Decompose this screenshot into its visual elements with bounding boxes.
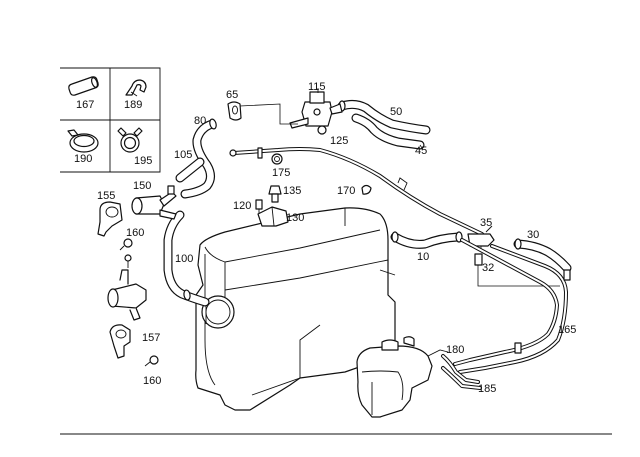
part-135-sensor (268, 185, 282, 203)
callout-130: 130 (286, 212, 304, 224)
callout-labels: 167 189 190 195 65 115 50 80 125 45 105 … (74, 81, 576, 395)
hose-105 (175, 157, 205, 183)
callout-180: 180 (446, 344, 464, 356)
callout-105: 105 (174, 149, 192, 161)
callout-100: 100 (175, 253, 193, 265)
part-130-bracket (257, 206, 289, 227)
callout-195: 195 (134, 155, 152, 167)
part-157-bracket (109, 324, 131, 359)
water-pump-assembly (107, 254, 147, 321)
part-160-bolt-upper (119, 238, 133, 251)
pipe-165 (453, 238, 571, 374)
part-175-nut (271, 153, 283, 165)
callout-115: 115 (308, 81, 326, 93)
callout-35: 35 (480, 217, 492, 229)
callout-157: 157 (142, 332, 160, 344)
part-170-clip (361, 184, 372, 195)
part-150-aux-pump (131, 185, 177, 220)
callout-120: 120 (233, 200, 251, 212)
callout-185: 185 (478, 383, 496, 395)
callout-189: 189 (124, 99, 142, 111)
callout-150: 150 (133, 180, 151, 192)
callout-165: 165 (558, 324, 576, 336)
part-155-bracket (97, 201, 123, 237)
callout-125: 125 (330, 135, 348, 147)
callout-160-upper: 160 (126, 227, 144, 239)
coolant-reservoir (356, 336, 449, 418)
hose-80 (180, 118, 217, 199)
callout-50: 50 (390, 106, 402, 118)
part-195-spring-clamp (117, 127, 143, 153)
hose-30 (513, 238, 572, 273)
callout-65: 65 (226, 89, 238, 101)
part-65-bracket (227, 101, 242, 121)
hose-100 (163, 210, 210, 307)
hose-50 (337, 99, 431, 135)
part-167-hose-piece (68, 76, 99, 96)
part-189-clip (125, 79, 147, 97)
callout-155: 155 (97, 190, 115, 202)
pipe-180-185 (441, 354, 482, 390)
part-160-bolt-lower (144, 355, 159, 367)
engine-block (195, 207, 396, 411)
callout-190: 190 (74, 153, 92, 165)
callout-160-lower: 160 (143, 375, 161, 387)
hose-10 (390, 231, 463, 249)
callout-135: 135 (283, 185, 301, 197)
pipe-upper (229, 147, 484, 236)
part-115-valve (289, 91, 343, 129)
part-125-grommet (317, 125, 327, 135)
callout-175: 175 (272, 167, 290, 179)
callout-167: 167 (76, 99, 94, 111)
callout-30: 30 (527, 229, 539, 241)
part-190-clamp (67, 129, 99, 153)
callout-32: 32 (482, 262, 494, 274)
callout-80: 80 (194, 115, 206, 127)
callout-10: 10 (417, 251, 429, 263)
callout-45: 45 (415, 145, 427, 157)
inset-grid (60, 67, 161, 173)
inset-grid-lines (60, 67, 161, 173)
callout-170: 170 (337, 185, 355, 197)
hose-45 (351, 113, 425, 150)
part-32-fitting (474, 253, 483, 266)
